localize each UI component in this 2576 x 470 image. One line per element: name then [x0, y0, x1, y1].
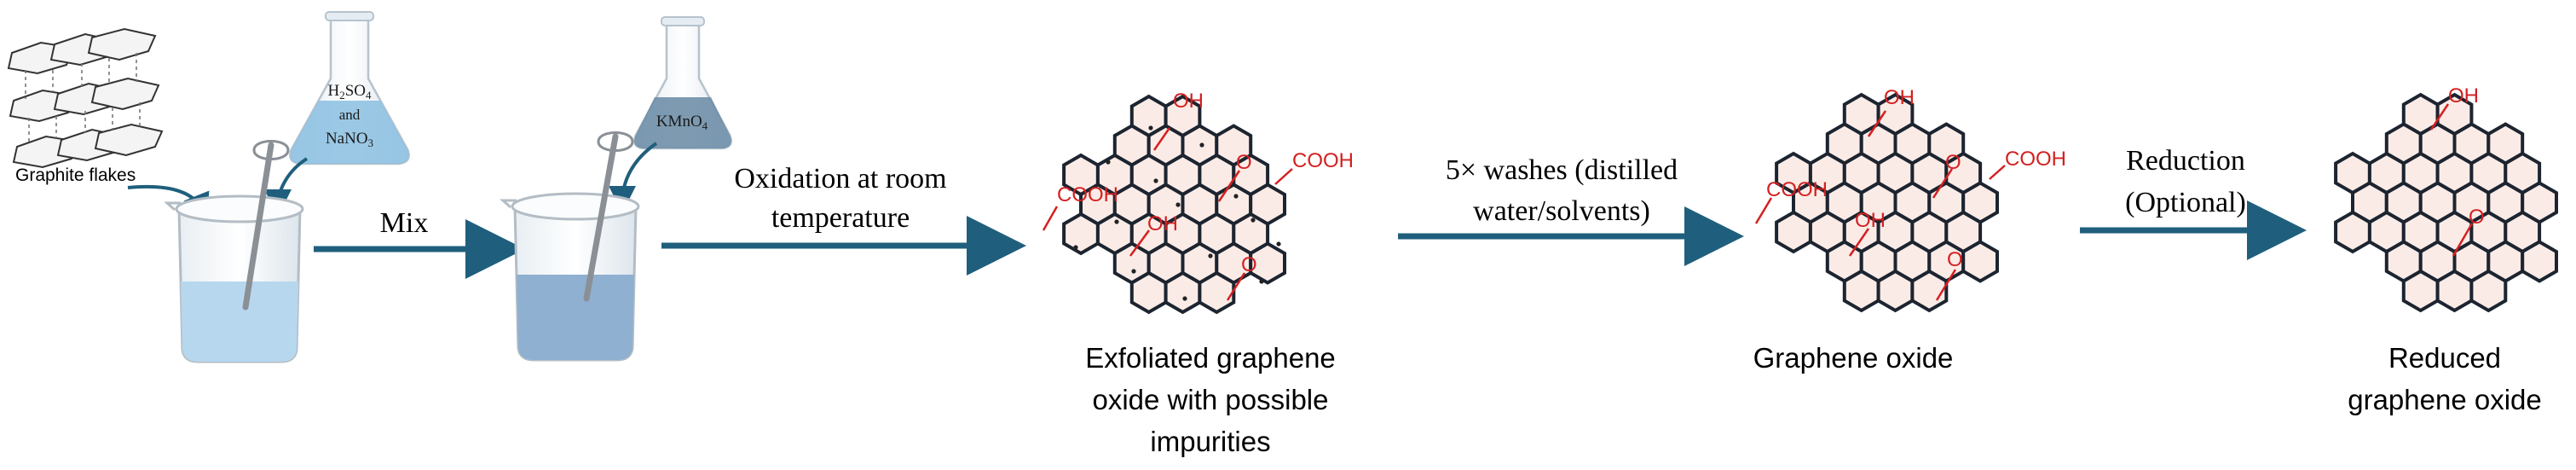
acid-liquid: [290, 101, 409, 164]
impurity-dot: [1106, 160, 1111, 165]
hexagon-cell: [1198, 270, 1236, 315]
impurity-dot: [1182, 296, 1187, 301]
reduction-label-line1: Reduction: [2126, 145, 2245, 177]
graphite-flakes: [7, 27, 164, 169]
sheet-2-cooh-right: COOH: [2005, 148, 2066, 171]
hexagon-cell: [1129, 270, 1168, 315]
hexagon-cell: [1775, 210, 1812, 254]
sheet-1-o-2: O: [1241, 253, 1257, 276]
sheet-1-cooh-left: COOH: [1057, 183, 1118, 206]
mix-label: Mix: [380, 207, 429, 239]
impurity-dot: [1233, 194, 1239, 199]
reduced-graphene-oxide-sheet: [2334, 92, 2558, 313]
caption-3-line2: graphene oxide: [2348, 384, 2542, 415]
graphene-oxide-sheet: [1775, 92, 1999, 313]
sheet-3-o: O: [2469, 206, 2485, 229]
stirring-rod-2: [583, 133, 619, 302]
kmno4-flask: [633, 16, 732, 150]
hexagon-cell: [1249, 241, 1286, 285]
hexagon-cell: [2469, 269, 2508, 313]
acid-flask: [289, 11, 410, 165]
hexagon-cell: [1842, 269, 1880, 313]
beaker-2: [500, 131, 640, 362]
sheet-2-functional-groups: [1754, 110, 2006, 301]
impurity-dot: [1259, 279, 1264, 284]
hexagon-cell: [1164, 270, 1202, 315]
flask2-formula: KMnO4: [656, 113, 708, 132]
impurity-dot: [1148, 125, 1153, 131]
flask1-formula-line1: H2SO4: [327, 82, 372, 102]
sheet-1-o-1: O: [1236, 151, 1252, 174]
washes-label-line1: 5× washes (distilled: [1446, 154, 1678, 186]
impurity-dots: [1073, 125, 1281, 301]
hexagon-cell: [1910, 269, 1949, 313]
sheet-2-oh-mid: OH: [1855, 209, 1886, 232]
graphite-flakes-label: Graphite flakes: [15, 165, 136, 185]
hexagon-cell: [2521, 240, 2558, 283]
hexagon-cell: [2334, 210, 2371, 254]
hexagon-cell: [2401, 269, 2440, 313]
exfoliated-graphene-oxide-sheet: [1062, 94, 1286, 315]
caption-1-line3: impurities: [1150, 426, 1270, 457]
impurity-dot: [1175, 202, 1181, 207]
kmno4-liquid: [634, 97, 731, 148]
stirring-rod-1: [242, 142, 274, 310]
impurity-dot: [1250, 218, 1256, 223]
hexagon-cell: [1876, 269, 1915, 313]
sheet-1-oh-top: OH: [1173, 90, 1204, 113]
impurity-dot: [1114, 219, 1119, 224]
caption-1-line1: Exfoliated graphene: [1085, 342, 1336, 374]
caption-1-line2: oxide with possible: [1093, 384, 1329, 415]
hexagon-cell: [1961, 240, 1999, 283]
impurity-dot: [1131, 269, 1136, 274]
sheet-1-oh-mid: OH: [1147, 212, 1178, 235]
sheet-2-cooh-left: COOH: [1766, 178, 1828, 201]
beaker-1-liquid: [181, 281, 298, 362]
hexagon-cell: [1062, 212, 1100, 256]
flask1-formula-line3: NaNO3: [326, 130, 373, 149]
impurity-dot: [1208, 253, 1213, 258]
washes-label-line2: water/solvents): [1473, 195, 1650, 227]
caption-3-line1: Reduced: [2388, 342, 2501, 374]
caption-2: Graphene oxide: [1753, 342, 1954, 374]
hexagon-cell: [2435, 269, 2474, 313]
impurity-dot: [1199, 142, 1204, 148]
oxidation-label-line1: Oxidation at room: [734, 163, 946, 194]
impurity-dot: [1073, 245, 1078, 250]
sheet-2-o-2: O: [1947, 248, 1963, 271]
beaker-1: [164, 140, 304, 363]
flask1-formula-line2: and: [339, 107, 361, 123]
sheet-3-functional-groups: [2429, 103, 2474, 257]
kmno4-to-beaker-arrow: [609, 142, 658, 213]
sheet-2-oh-top: OH: [1884, 86, 1915, 109]
reduction-label-line2: (Optional): [2125, 187, 2246, 218]
sheet-2-o-1: O: [1945, 151, 1961, 174]
sheet-3-oh: OH: [2448, 84, 2479, 107]
impurity-dot: [1153, 178, 1158, 183]
oxidation-label-line2: temperature: [771, 202, 910, 234]
impurity-dot: [1276, 241, 1281, 247]
sheet-1-functional-groups: [1042, 127, 1293, 301]
beaker-2-liquid: [517, 275, 634, 360]
sheet-1-cooh-right: COOH: [1292, 149, 1354, 172]
